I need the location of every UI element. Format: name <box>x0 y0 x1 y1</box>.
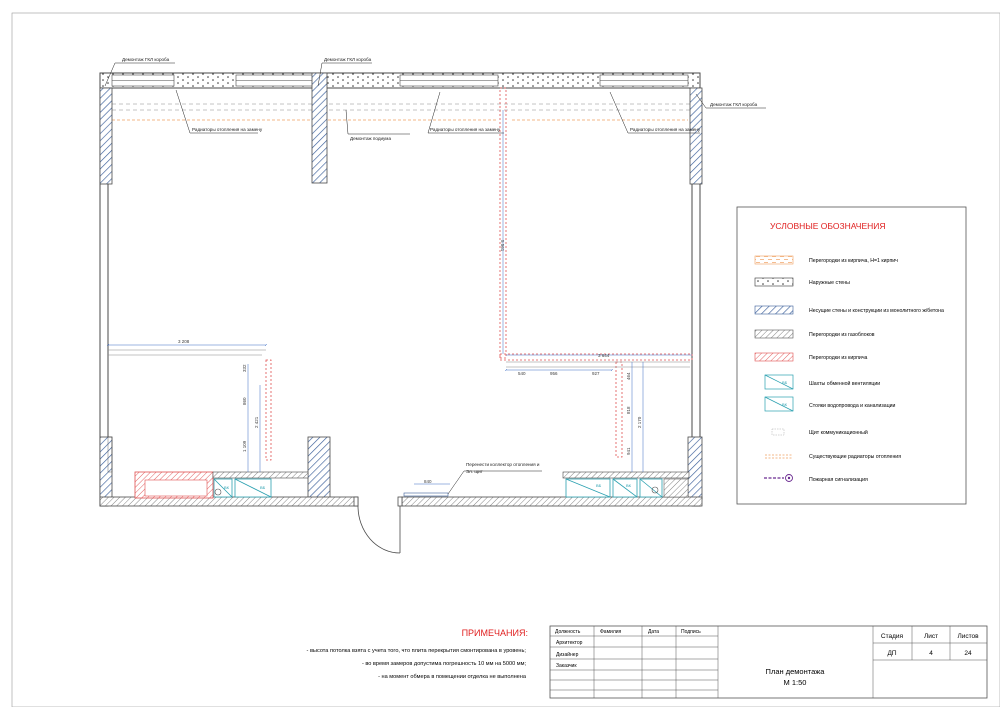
interior-partitions <box>108 349 690 368</box>
shafts-left <box>213 478 272 498</box>
concrete-pier-bottom <box>307 436 331 500</box>
legend-item-4: Перегородки из газоблоков <box>809 332 875 338</box>
exterior-wall-bottom-right <box>401 496 703 507</box>
title-block: Должность Фамилия Дата Подпись Архитекто… <box>549 625 988 699</box>
gasblock-partition-right <box>562 471 690 479</box>
gkl-box-lines <box>112 103 690 111</box>
legend-title: УСЛОВНЫЕ ОБОЗНАЧЕНИЯ <box>770 221 886 231</box>
tb-role-designer: Дизайнер <box>556 651 579 658</box>
dim-818: 818 <box>626 406 631 414</box>
brick-partition-removed <box>265 87 693 461</box>
note-line-1: - высота потолка взята с учета того, что… <box>307 648 527 654</box>
note-rad-2: Радиаторы отопления на замену <box>430 127 501 132</box>
dim-840: 840 <box>424 479 432 484</box>
legend-item-1: Перегородки из кирпича, Н=1 кирпич <box>809 258 898 264</box>
windows <box>111 74 689 87</box>
tb-sheet-label: Лист <box>924 633 938 640</box>
notes: ПРИМЕЧАНИЯ: - высота потолка взята с уче… <box>307 628 528 680</box>
legend: УСЛОВНЫЕ ОБОЗНАЧЕНИЯ Перегородки из кирп… <box>736 206 967 505</box>
dim-941: 941 <box>626 447 631 455</box>
riser-pipe-icon-right <box>651 486 659 494</box>
dim-540: 540 <box>518 371 526 376</box>
tb-header-sign: Подпись <box>681 629 701 635</box>
legend-item-6: Шахты обменной вентиляции <box>809 380 880 387</box>
legend-shaft-vk: ВК <box>782 402 788 407</box>
legend-shaft-vb: ВБ <box>782 380 788 385</box>
legend-item-3: Несущие стены и конструкции из монолитно… <box>809 308 944 314</box>
note-dem-gkl-3: Демонтаж ГКЛ короба <box>710 102 758 107</box>
tb-header-role: Должность <box>555 629 581 635</box>
entrance-door-icon <box>353 496 403 554</box>
tb-sheets-label: Листов <box>957 633 979 640</box>
dim-1109: 1 109 <box>242 440 247 452</box>
legend-item-9: Существующие радиаторы отопления <box>809 454 901 460</box>
notes-title: ПРИМЕЧАНИЯ: <box>462 628 528 638</box>
concrete-column-bottom-left <box>99 436 113 500</box>
riser-pipe-icon <box>214 488 222 496</box>
dim-3208: 3 208 <box>178 339 190 344</box>
annotations: Демонтаж ГКЛ короба Демонтаж ГКЛ короба … <box>122 57 758 474</box>
tb-scale: М 1:50 <box>784 678 807 687</box>
legend-item-8: Щит коммуникационный <box>809 429 868 436</box>
dim-3644: 3 644 <box>598 353 610 358</box>
dim-332: 332 <box>242 364 247 372</box>
concrete-column-left-top <box>99 87 113 185</box>
dim-956: 956 <box>550 371 558 376</box>
tb-role-architect: Архитектор <box>556 640 583 646</box>
shaft-label-vb-1: ВБ <box>260 485 266 490</box>
concrete-column-bottom-right <box>687 436 703 500</box>
note-collector-2: Эл. щит <box>466 469 484 474</box>
dimension-labels: 3 208 3 644 540 956 927 840 5 561 332 86… <box>178 240 642 484</box>
concrete-pier-top-middle <box>311 72 328 184</box>
note-dem-gkl-2: Демонтаж ГКЛ короба <box>324 57 372 62</box>
note-rad-1: Радиаторы отопления на замену <box>192 127 263 132</box>
shafts-right <box>565 478 663 498</box>
tb-header-date: Дата <box>648 629 659 635</box>
note-line-3: - на момент обмера в помещении отделка н… <box>378 674 527 680</box>
note-dem-podium: Демонтаж подиума <box>350 136 391 141</box>
shaft-label-vk-1: ВК <box>224 485 230 490</box>
tb-sheets: 24 <box>964 650 972 657</box>
leader-lines <box>104 62 766 495</box>
legend-item-7: Стояки водопровода и канализации <box>809 403 896 409</box>
dim-2421: 2 421 <box>254 416 259 428</box>
legend-item-10: Пожарная сигнализация <box>809 477 868 483</box>
tb-header-name: Фамилия <box>600 629 622 635</box>
concrete-column-right-top <box>689 87 703 185</box>
tb-stage: ДП <box>887 650 896 657</box>
gasblock-partition-stub <box>663 478 689 498</box>
legend-item-5: Перегородки из кирпича <box>809 355 868 361</box>
note-collector-1: Перенести коллектор отопления и <box>466 462 540 467</box>
comm-panel <box>403 492 449 497</box>
dim-2170: 2 170 <box>637 416 642 428</box>
legend-item-2: Наружные стены <box>809 280 850 286</box>
shaft-label-vb-2: ВБ <box>596 483 602 488</box>
tb-stage-label: Стадия <box>881 633 904 640</box>
dimension-lines <box>106 110 692 485</box>
tb-sheet-title: План демонтажа <box>766 667 826 676</box>
floor-plan: ВК ВБ ВБ ВК <box>99 72 703 554</box>
dim-464: 464 <box>626 372 631 380</box>
note-rad-3: Радиаторы отопления на замену <box>630 127 701 132</box>
dim-5561: 5 561 <box>500 240 505 252</box>
note-line-2: - во время замеров допустима погрешность… <box>362 661 527 667</box>
sheet-frame <box>11 12 1000 707</box>
shaft-label-vk-2: ВК <box>626 483 632 488</box>
dim-927: 927 <box>592 371 600 376</box>
note-dem-gkl-1: Демонтаж ГКЛ короба <box>122 57 170 62</box>
interior-stub-left <box>107 436 113 473</box>
tb-sheet: 4 <box>929 650 933 657</box>
gasblock-partition-left <box>212 471 309 479</box>
tb-role-client: Заказчик <box>556 663 577 669</box>
dim-860: 860 <box>242 397 247 405</box>
